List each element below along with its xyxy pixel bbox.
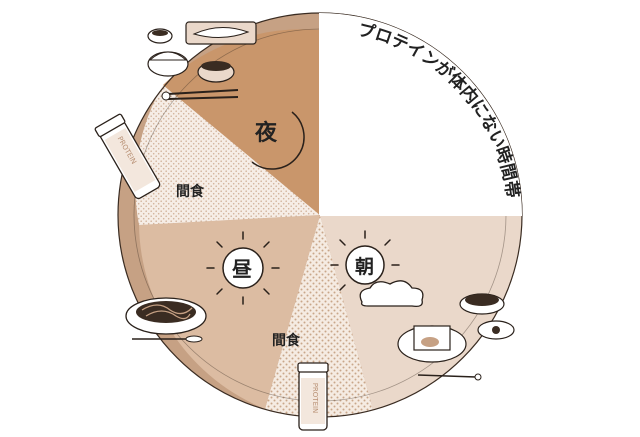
segment-noon	[139, 215, 320, 409]
protein-shaker-icon: PROTEIN	[297, 362, 329, 431]
cloud-icon	[359, 280, 424, 308]
sun-icon	[206, 231, 280, 305]
noodle-plate-icon	[125, 297, 207, 343]
shaker-label: PROTEIN	[311, 383, 319, 414]
segment-snack-am	[265, 215, 373, 417]
snack-am-label: 間食	[272, 332, 301, 349]
morning-label: 朝	[355, 256, 374, 278]
protein-shaker-icon: PROTEIN	[94, 113, 161, 200]
crescent-moon-icon	[251, 111, 305, 170]
noon-label: 昼	[232, 257, 252, 281]
night-label: 夜	[254, 120, 278, 146]
breakfast-set-icon	[397, 293, 515, 381]
sun-icon	[330, 230, 400, 291]
snack-pm-label: 間食	[176, 183, 205, 200]
segment-snack-pm	[135, 85, 320, 225]
dinner-set-icon	[147, 21, 257, 101]
